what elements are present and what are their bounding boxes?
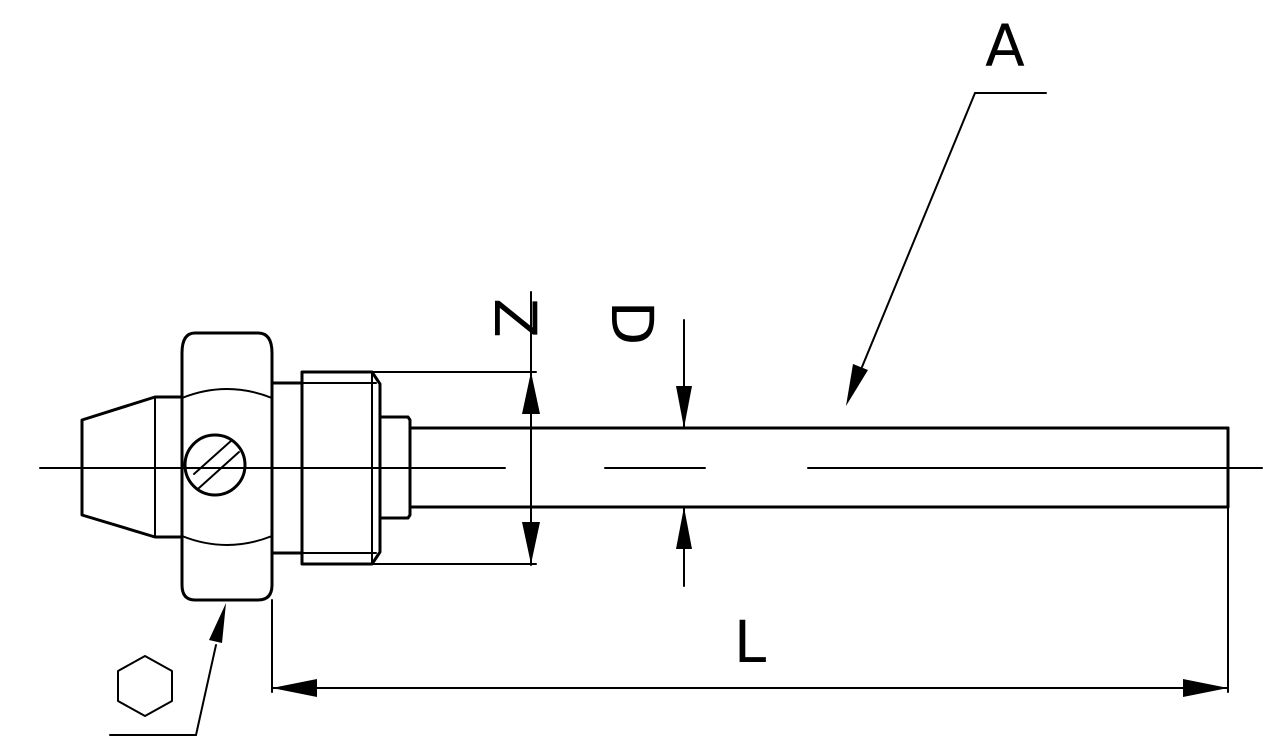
- z-dimension: [371, 291, 540, 566]
- leader-hex: [109, 603, 226, 736]
- label-z: Z: [481, 298, 549, 338]
- hexagon-icon: [117, 655, 173, 717]
- d-dimension: [676, 319, 692, 587]
- slotted-screw-icon: [183, 433, 247, 497]
- spigot: [378, 415, 412, 520]
- label-d: D: [598, 301, 666, 346]
- l-dimension: [271, 506, 1229, 697]
- label-l: L: [734, 608, 766, 676]
- tube: [408, 426, 1230, 509]
- leader-a: [846, 92, 1047, 406]
- label-a: A: [985, 12, 1025, 80]
- hex-nut: [180, 331, 274, 602]
